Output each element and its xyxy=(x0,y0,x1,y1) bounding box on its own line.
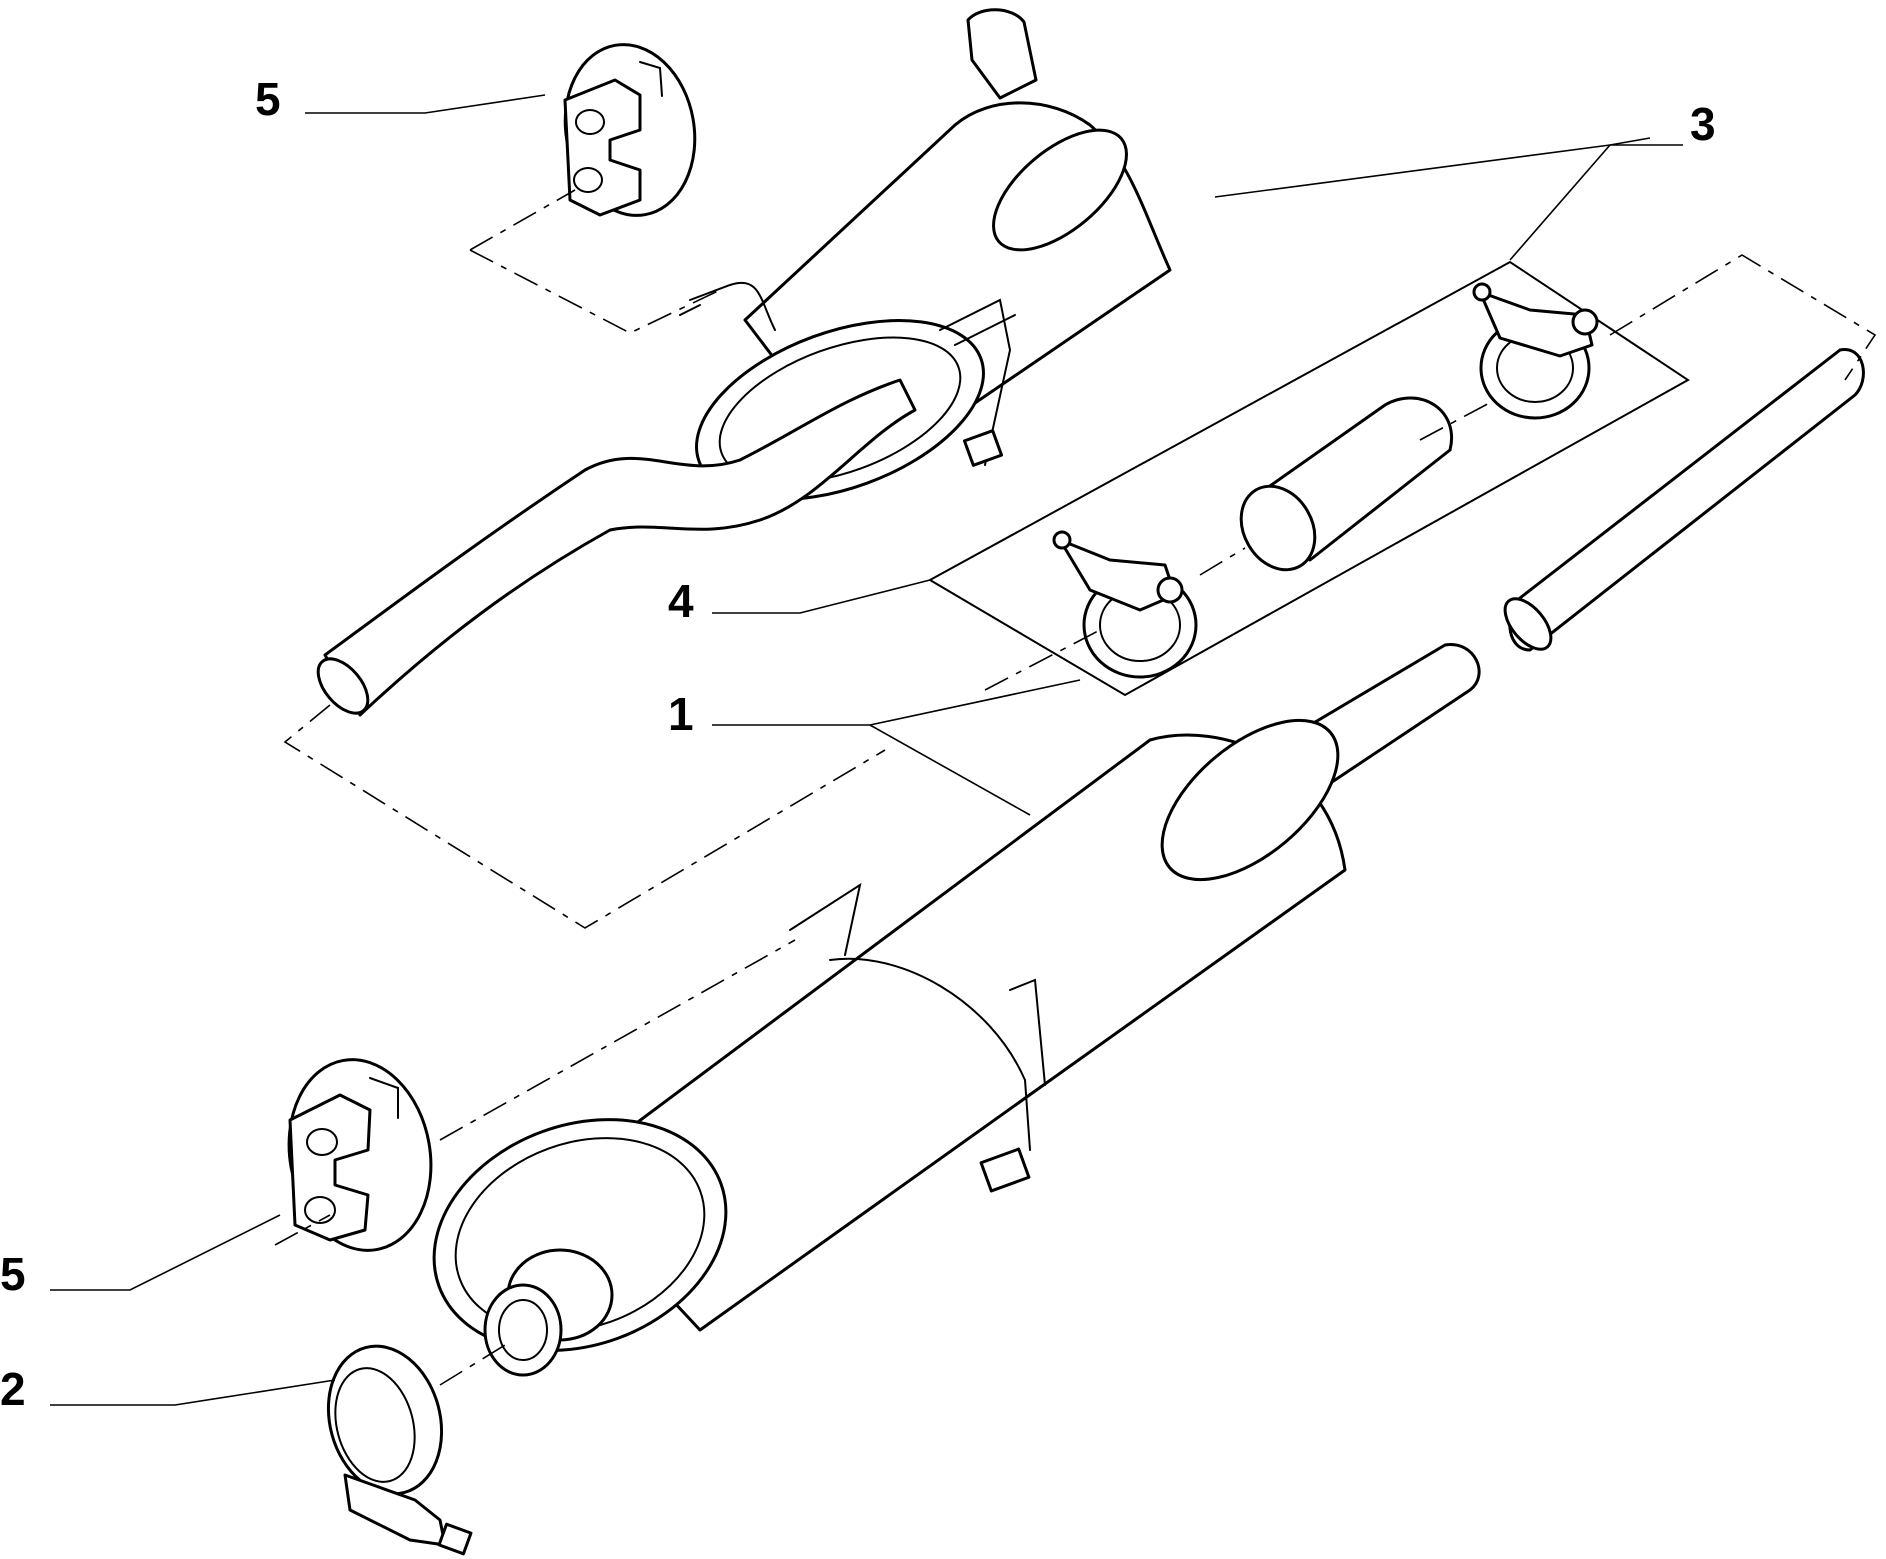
leader-lines xyxy=(50,94,1683,1406)
end-clamp xyxy=(326,1344,473,1556)
clamp-set-panel xyxy=(927,260,1690,697)
callout-2: 2 xyxy=(0,1363,26,1415)
rubber-hanger-bottom xyxy=(287,1058,433,1252)
rubber-hanger-top xyxy=(563,43,697,217)
rear-silencer xyxy=(316,8,1172,717)
assembly-lines xyxy=(274,189,1877,1386)
callout-1: 1 xyxy=(668,688,694,740)
callout-3: 3 xyxy=(1690,98,1716,150)
callout-5-top: 5 xyxy=(255,73,281,125)
front-pipe xyxy=(1503,348,1865,652)
callout-4: 4 xyxy=(668,575,694,627)
central-silencer xyxy=(432,643,1481,1377)
callout-5-bottom: 5 xyxy=(0,1248,26,1300)
